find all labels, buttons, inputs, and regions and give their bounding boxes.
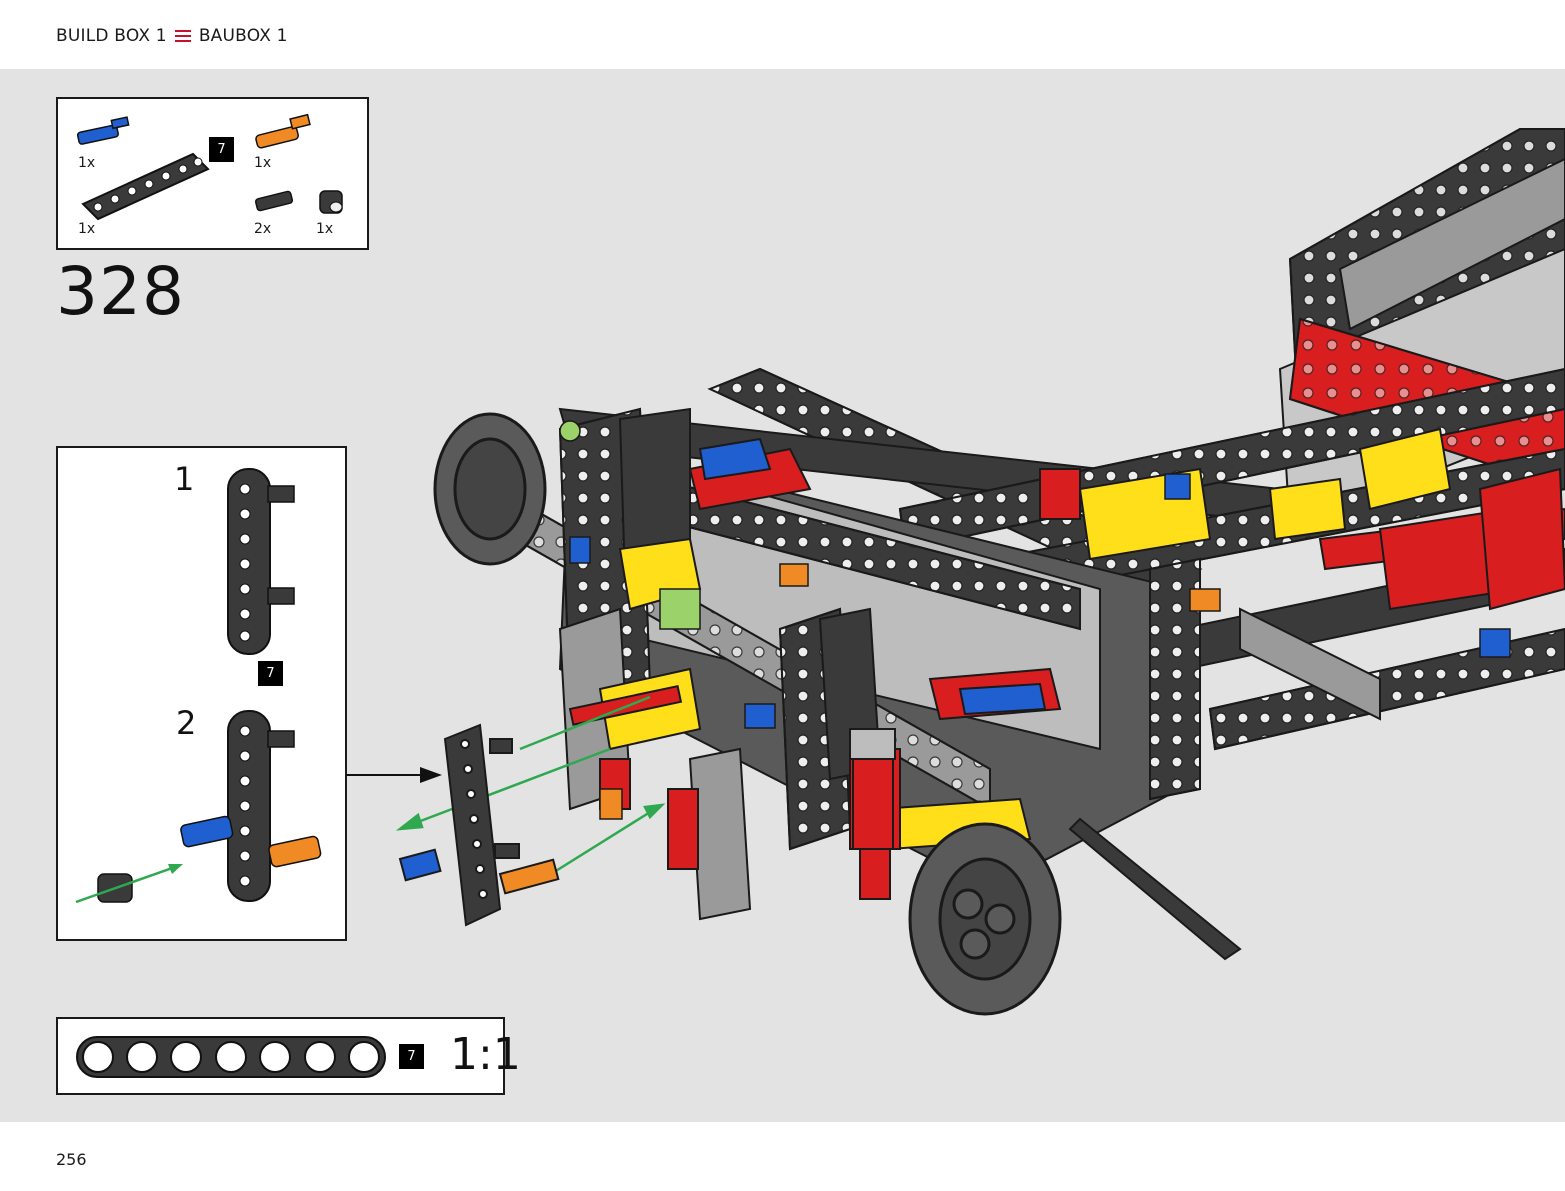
- chassis-illustration: [395, 128, 1565, 1016]
- subassembly-box: 1 7 2: [56, 446, 347, 941]
- substep-1-number: 1: [174, 460, 195, 498]
- black-pin-qty: 2x: [254, 221, 272, 237]
- black-pin-icon: [254, 190, 294, 212]
- step-number: 328: [56, 253, 185, 330]
- substep-1-length-badge: 7: [258, 661, 283, 686]
- beam-length-badge: 7: [209, 137, 234, 162]
- black-bush-icon: [319, 190, 343, 214]
- substep-2-assembly: [75, 710, 322, 904]
- substep-1-beam: [227, 468, 295, 655]
- build-box-label-en: BUILD BOX 1: [56, 26, 167, 46]
- scale-beam-icon: [76, 1036, 386, 1078]
- page-number: 256: [56, 1150, 87, 1169]
- build-box-label-de: BAUBOX 1: [198, 26, 288, 46]
- scale-gauge-box: 7 1:1: [56, 1017, 521, 1095]
- page-footer: 256: [0, 1122, 1565, 1191]
- orange-pin-icon: [255, 113, 311, 149]
- callout-arrow: [346, 767, 442, 783]
- black-beam-icon: [81, 152, 210, 221]
- parts-list-box: 1x 7 1x 1x 2x 1x: [56, 97, 369, 250]
- build-box-label: BUILD BOX 1 BAUBOX 1: [56, 26, 288, 46]
- menu-lines-icon: [174, 30, 191, 42]
- instruction-stage: 1x 7 1x 1x 2x 1x 328 1: [0, 69, 1565, 1122]
- black-bush-qty: 1x: [316, 221, 334, 237]
- orange-pin-qty: 1x: [254, 155, 272, 171]
- page-header: BUILD BOX 1 BAUBOX 1: [0, 0, 1565, 69]
- substep-2-number: 2: [176, 704, 197, 742]
- scale-length-badge: 7: [399, 1044, 424, 1069]
- black-beam-qty: 1x: [78, 221, 96, 237]
- blue-pin-qty: 1x: [78, 155, 96, 171]
- blue-pin-icon: [76, 116, 130, 145]
- scale-ratio: 1:1: [450, 1029, 521, 1080]
